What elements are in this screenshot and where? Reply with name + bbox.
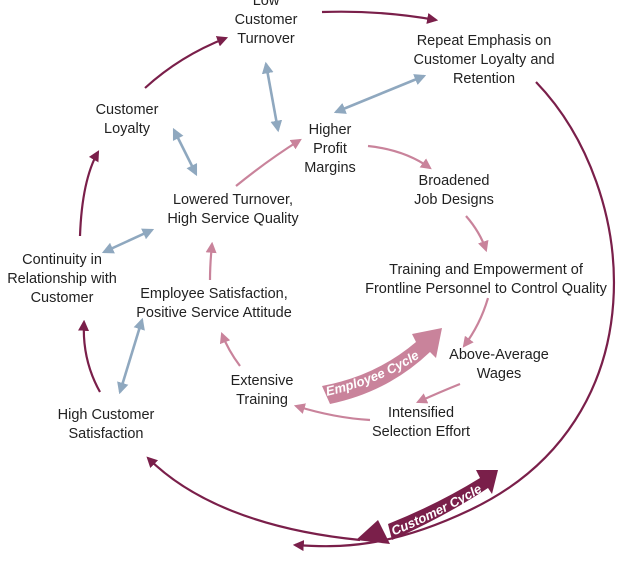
wages-to-selection (415, 382, 461, 404)
arc-right (292, 81, 615, 552)
profit-to-jobs (367, 144, 432, 170)
arc-top (321, 10, 439, 24)
svg-text:Employee Cycle: Employee Cycle (324, 347, 421, 398)
arc-bottom (146, 456, 361, 542)
training-to-wages (462, 297, 490, 348)
bidirectional-links (101, 61, 427, 395)
selection-to-extensive (293, 403, 371, 422)
node-employee-satisfaction: Employee Satisfaction,Positive Service A… (136, 286, 292, 321)
empsat-to-lowered (205, 241, 217, 281)
lowered-to-profit (235, 138, 302, 187)
arc-left-upper (78, 150, 100, 237)
link-satisfaction-empsat (117, 317, 145, 395)
link-repeat-profit (333, 74, 427, 114)
node-lowered-turnover: Lowered Turnover,High Service Quality (167, 192, 299, 227)
employee-cycle-label: Employee Cycle (324, 347, 421, 398)
customer-cycle-arrows (78, 10, 615, 552)
link-low-turnover-profit (261, 61, 283, 133)
employee-cycle-arrows (205, 138, 490, 422)
link-continuity-lowered (101, 228, 155, 254)
arc-left-top (144, 36, 229, 89)
link-loyalty-lowered (172, 127, 198, 177)
arc-left-lower (78, 319, 101, 393)
extensive-to-empsat (219, 331, 241, 367)
jobs-to-training (465, 215, 489, 253)
employee-cycle-banner: Employee Cycle (322, 328, 442, 404)
